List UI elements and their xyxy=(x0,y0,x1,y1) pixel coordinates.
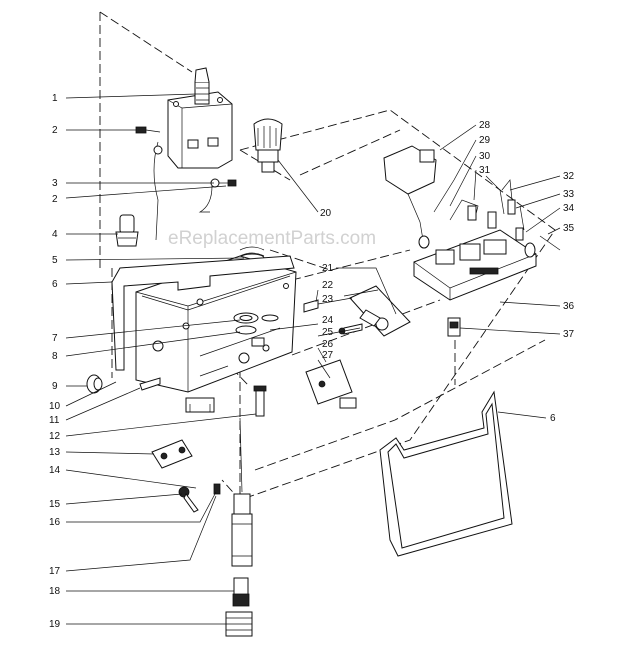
callout-30: 30 xyxy=(479,151,491,162)
callout-26: 26 xyxy=(322,339,334,350)
relay-assembly xyxy=(383,145,437,249)
bracket-plate xyxy=(151,439,193,469)
knob-cap xyxy=(115,214,139,247)
screw-12 xyxy=(253,385,267,417)
switch-lever xyxy=(343,285,411,337)
callout-6: 6 xyxy=(52,279,58,290)
callout-37: 37 xyxy=(563,329,575,340)
callout-20: 20 xyxy=(320,208,332,219)
callout-8: 8 xyxy=(52,351,58,362)
callout-12: 12 xyxy=(49,431,61,442)
gasket-right xyxy=(379,390,513,557)
callout-6b: 6 xyxy=(550,413,556,424)
watermark-text: eReplacementParts.com xyxy=(168,228,376,249)
fuse-holder xyxy=(253,118,283,173)
callout-17: 17 xyxy=(49,566,61,577)
housing-box xyxy=(135,255,297,413)
leader-lines xyxy=(65,93,561,625)
washers xyxy=(233,312,279,347)
callout-35: 35 xyxy=(563,223,575,234)
callout-15: 15 xyxy=(49,499,61,510)
terminal-screws-and-wires xyxy=(135,126,237,241)
callout-13: 13 xyxy=(49,447,61,458)
callout-4: 4 xyxy=(52,229,58,240)
callout-3: 3 xyxy=(52,178,58,189)
callout-34: 34 xyxy=(563,203,575,214)
callout-28: 28 xyxy=(479,120,491,131)
gasket-left xyxy=(111,255,295,371)
wire-harness xyxy=(449,175,561,258)
callout-14: 14 xyxy=(49,465,61,476)
callout-1: 1 xyxy=(52,93,58,104)
screw-11 xyxy=(139,377,161,391)
callout-31: 31 xyxy=(479,165,491,176)
callout-23: 23 xyxy=(322,294,334,305)
grommet xyxy=(86,374,103,394)
callout-36: 36 xyxy=(563,301,575,312)
callout-21: 21 xyxy=(322,263,334,274)
contact-plate xyxy=(305,359,357,409)
callout-5: 5 xyxy=(52,255,58,266)
connector-37 xyxy=(447,317,461,337)
callout-27: 27 xyxy=(322,350,334,361)
callout-2: 2 xyxy=(52,125,58,136)
callout-16: 16 xyxy=(49,517,61,528)
callout-10: 10 xyxy=(49,401,61,412)
callout-11: 11 xyxy=(49,415,60,426)
callout-9: 9 xyxy=(52,381,58,392)
circuit-breaker xyxy=(167,67,233,169)
callout-33: 33 xyxy=(563,189,575,200)
terminal-parts xyxy=(178,483,221,513)
pressure-tube-assembly xyxy=(225,417,253,637)
callout-18: 18 xyxy=(49,586,61,597)
callout-22: 22 xyxy=(322,280,334,291)
callout-29: 29 xyxy=(479,135,491,146)
callout-2b: 2 xyxy=(52,194,58,205)
callout-24: 24 xyxy=(322,315,334,326)
callout-labels: 1 2 3 2 4 5 6 7 8 9 10 11 12 13 14 15 16… xyxy=(49,93,575,630)
callout-25: 25 xyxy=(322,327,334,338)
callout-32: 32 xyxy=(563,171,575,182)
callout-7: 7 xyxy=(52,333,58,344)
control-pcb xyxy=(413,229,537,301)
callout-19: 19 xyxy=(49,619,61,630)
